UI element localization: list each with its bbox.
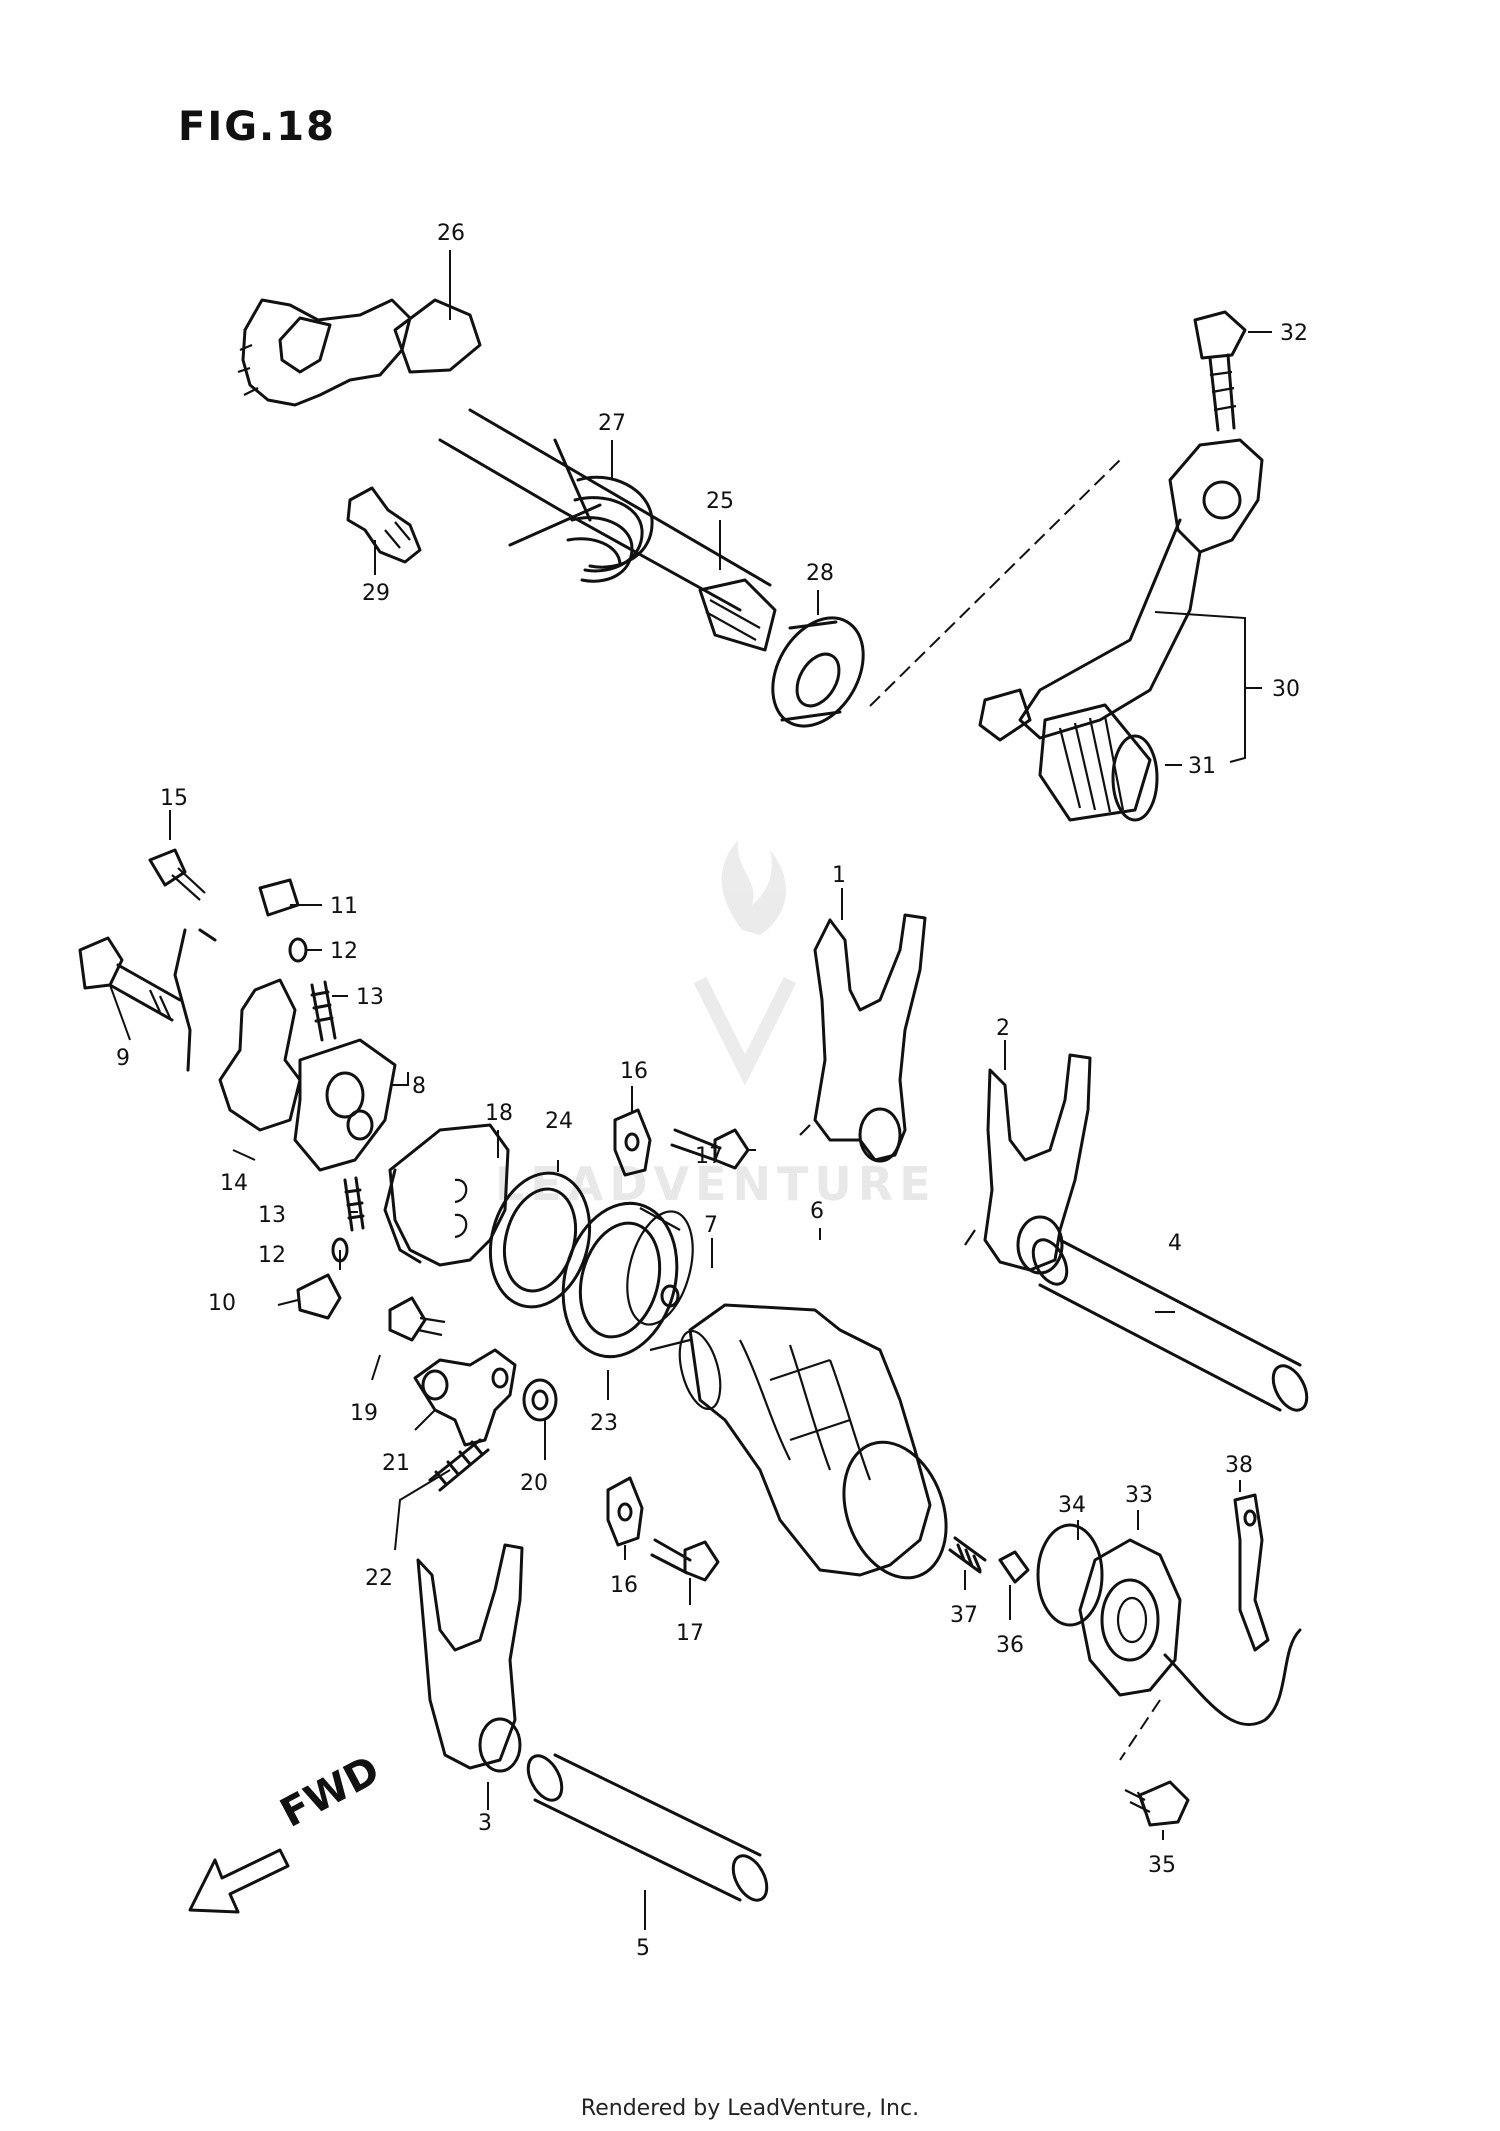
callout-18: 18 [485, 1101, 513, 1126]
callout-2: 2 [996, 1016, 1010, 1041]
figure-title: FIG.18 [178, 104, 336, 150]
callout-1: 1 [832, 863, 846, 888]
gearshift-shaft [237, 298, 777, 652]
ring-12-upper [288, 937, 308, 963]
pin-11 [258, 878, 300, 917]
callout-30: 30 [1272, 677, 1300, 702]
callout-6: 6 [810, 1199, 824, 1224]
fork-shaft-5 [526, 1753, 769, 1902]
callout-20: 20 [520, 1471, 548, 1496]
fwd-arrow-icon [188, 1848, 290, 1914]
callout-15: 15 [160, 786, 188, 811]
callout-22: 22 [365, 1566, 393, 1591]
pawl-10 [296, 1273, 342, 1320]
fwd-label: FWD [273, 1747, 387, 1837]
callout-4: 4 [1168, 1231, 1182, 1256]
callout-25: 25 [706, 489, 734, 514]
plate-16-upper [613, 1108, 652, 1177]
pin-7 [660, 1284, 680, 1308]
shift-fork-3 [416, 1543, 524, 1773]
callout-12a: 12 [330, 939, 358, 964]
pedal-bolt [1193, 310, 1247, 432]
callout-16a: 16 [620, 1059, 648, 1084]
bolt-9 [78, 936, 182, 1022]
forward-direction-indicator: FWD [188, 1747, 387, 1914]
gearshift-cam-stopper [173, 928, 397, 1172]
callout-17a: 17 [695, 1144, 723, 1169]
assembly-reference-line [869, 459, 1121, 707]
washer-20 [522, 1378, 558, 1422]
o-ring-34 [1036, 1523, 1104, 1627]
callout-29: 29 [362, 581, 390, 606]
callout-35: 35 [1148, 1853, 1176, 1878]
callout-9: 9 [116, 1046, 130, 1071]
spring-22 [428, 1438, 490, 1492]
bolt-17-upper [670, 1128, 750, 1170]
bearing-23 [561, 1201, 694, 1359]
callout-34: 34 [1058, 1493, 1086, 1518]
callout-8: 8 [412, 1074, 426, 1099]
oil-seal [771, 616, 865, 728]
gear-position-switch [1078, 1538, 1302, 1727]
fork-shaft-4 [1031, 1238, 1309, 1412]
callout-24: 24 [545, 1109, 573, 1134]
spring-13-upper [310, 980, 337, 1042]
shift-fork-2 [964, 1053, 1092, 1275]
pin-36 [998, 1550, 1030, 1584]
callout-13a: 13 [356, 985, 384, 1010]
bolt-17-lower [650, 1538, 720, 1582]
leader-lines [109, 250, 1272, 1930]
callout-10: 10 [208, 1291, 236, 1316]
plate-16-lower [606, 1476, 644, 1547]
gearshift-lever [978, 438, 1264, 742]
spring-37 [948, 1536, 987, 1574]
gearshift-cam-drum [678, 1303, 948, 1580]
callout-26: 26 [437, 221, 465, 246]
callout-38: 38 [1225, 1453, 1253, 1478]
stopper-bolt [346, 486, 422, 564]
return-spring [508, 438, 654, 583]
bolt-19 [388, 1296, 446, 1342]
callout-33: 33 [1125, 1483, 1153, 1508]
footer-credit: Rendered by LeadVenture, Inc. [580, 2096, 920, 2121]
callout-31: 31 [1188, 754, 1216, 779]
callout-32: 32 [1280, 321, 1308, 346]
callout-3: 3 [478, 1811, 492, 1836]
shift-fork-1 [799, 913, 927, 1163]
bolt-35 [1124, 1780, 1190, 1827]
pedal-rubber [1038, 703, 1159, 822]
spring-13-lower [343, 1176, 365, 1232]
callout-21: 21 [382, 1451, 410, 1476]
callout-13b: 13 [258, 1203, 286, 1228]
callout-23: 23 [590, 1411, 618, 1436]
callout-36: 36 [996, 1633, 1024, 1658]
stopper-arm-21 [413, 1348, 517, 1447]
callout-28: 28 [806, 561, 834, 586]
callout-19: 19 [350, 1401, 378, 1426]
callout-7: 7 [704, 1213, 718, 1238]
callout-14: 14 [220, 1171, 248, 1196]
screw-15 [148, 848, 206, 901]
callout-17b: 17 [676, 1621, 704, 1646]
wire-clamp-38 [1233, 1493, 1270, 1652]
callout-37: 37 [950, 1603, 978, 1628]
callout-11: 11 [330, 894, 358, 919]
watermark-logo: LEADVENTURE [495, 840, 931, 1211]
switch-reference-line [1119, 1699, 1161, 1761]
callout-5: 5 [636, 1936, 650, 1961]
callout-16b: 16 [610, 1573, 638, 1598]
callout-27: 27 [598, 411, 626, 436]
callout-numbers: 26 27 25 28 32 30 31 29 15 11 12 13 9 8 … [116, 221, 1308, 1961]
callout-12b: 12 [258, 1243, 286, 1268]
